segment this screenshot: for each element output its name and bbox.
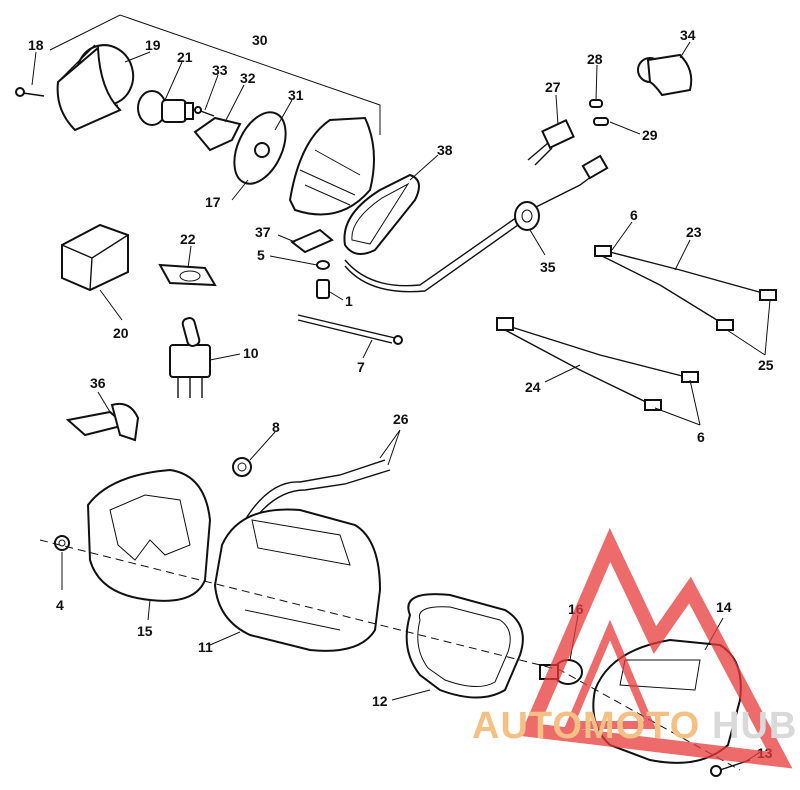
callout-5: 5: [257, 247, 265, 263]
part-13-screw: [710, 759, 751, 777]
callout-7: 7: [357, 359, 365, 375]
part-33-screw: [194, 106, 215, 117]
part-24-harness: [496, 317, 699, 411]
part-cable-harness: [344, 154, 609, 293]
callout-35: 35: [540, 259, 556, 275]
callout-6-lower: 6: [697, 429, 705, 445]
part-15-mounting-plate: [86, 468, 212, 602]
part-28-bulb: [589, 99, 603, 108]
callout-26: 26: [393, 411, 409, 427]
part-32-bracket: [193, 116, 242, 152]
callout-37: 37: [255, 224, 271, 240]
callout-8: 8: [272, 419, 280, 435]
watermark-text-colored: AUTOMOTO: [472, 705, 700, 747]
callout-1: 1: [345, 293, 353, 309]
watermark-triangle-icon: [519, 528, 793, 769]
watermark-inner-triangle-icon: [563, 619, 657, 729]
part-29-bulb: [593, 117, 609, 126]
callout-36: 36: [90, 375, 106, 391]
part-8-nut: [232, 457, 252, 477]
callout-21: 21: [177, 49, 193, 65]
callout-38: 38: [437, 142, 453, 158]
part-4-washer: [54, 535, 70, 551]
part-23-harness: [594, 245, 777, 331]
part-1-screw: [316, 279, 330, 299]
callout-20: 20: [113, 325, 129, 341]
part-10-toggle-switch: [169, 317, 211, 398]
callout-29: 29: [642, 127, 658, 143]
callout-25: 25: [758, 357, 774, 373]
part-20-relay: [61, 223, 129, 292]
callout-labels: 18 19 30 21 33 32 31 17 38 27 28 29 34 2…: [28, 27, 774, 761]
callout-22: 22: [180, 231, 196, 247]
part-11-tail-lamp-body: [213, 508, 382, 652]
callout-14: 14: [716, 599, 732, 615]
part-22-plate: [158, 263, 217, 287]
callout-15: 15: [137, 623, 153, 639]
callout-11: 11: [198, 639, 213, 655]
callout-27: 27: [545, 79, 561, 95]
part-35-grommet: [514, 201, 540, 231]
callout-6-upper: 6: [630, 207, 638, 223]
callout-30: 30: [252, 32, 268, 48]
part-38-gasket: [343, 173, 420, 255]
callout-17: 17: [205, 194, 221, 210]
callout-18: 18: [28, 37, 44, 53]
part-7-strap: [297, 314, 403, 345]
part-19-housing-ring: [56, 44, 135, 132]
leader-lines: [31, 41, 771, 763]
callout-34: 34: [680, 27, 696, 43]
callout-32: 32: [240, 70, 256, 86]
part-34-switch: [637, 53, 693, 97]
part-12-lens-gasket: [405, 593, 524, 699]
callout-23: 23: [686, 224, 702, 240]
watermark-logo: [519, 528, 793, 769]
callout-10: 10: [243, 345, 259, 361]
part-37-clip: [290, 228, 334, 254]
part-27-socket: [527, 119, 575, 166]
part-21-bulb: [137, 90, 194, 126]
part-lamp-housing: [288, 116, 375, 216]
callout-19: 19: [145, 37, 161, 53]
callout-24: 24: [525, 379, 541, 395]
part-31-reflector-plate: [233, 111, 287, 185]
part-36-bracket: [65, 402, 140, 442]
part-18-screw: [15, 87, 45, 97]
callout-12: 12: [372, 693, 388, 709]
callout-28: 28: [587, 51, 603, 67]
callout-4: 4: [56, 597, 64, 613]
callout-31: 31: [288, 87, 304, 103]
part-5-washer: [316, 260, 330, 270]
callout-33: 33: [212, 62, 228, 78]
assembly-bracket-30: [49, 14, 381, 135]
watermark-text-gray: HUB: [712, 705, 797, 747]
